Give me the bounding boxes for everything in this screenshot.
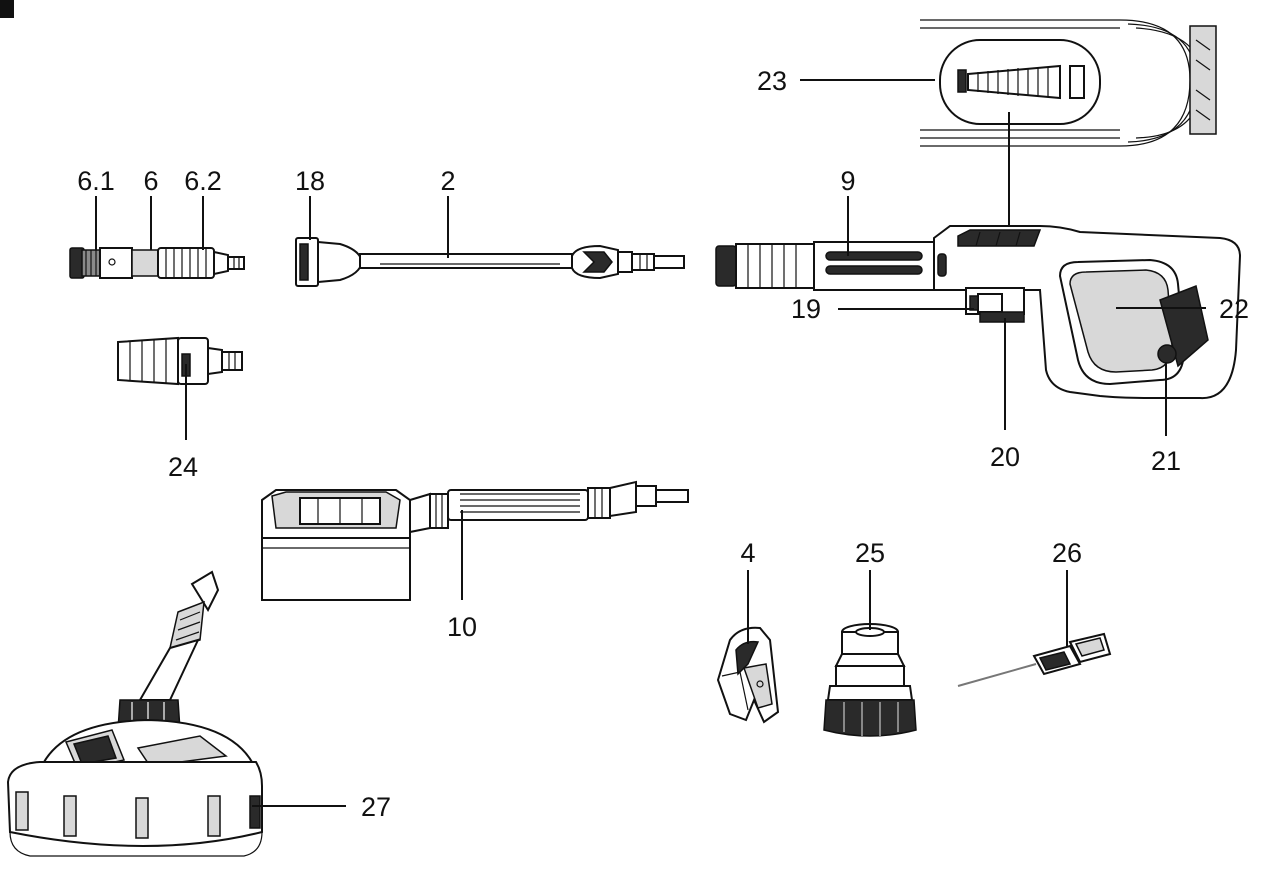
label-4: 4 bbox=[740, 538, 755, 568]
label-27: 27 bbox=[361, 792, 391, 822]
label-24: 24 bbox=[168, 452, 198, 482]
label-22: 22 bbox=[1219, 294, 1249, 324]
label-6: 6 bbox=[143, 166, 158, 196]
extension-lance-drawing bbox=[295, 237, 685, 287]
rotary-nozzle-drawing bbox=[117, 336, 243, 386]
label-23: 23 bbox=[757, 66, 787, 96]
label-20: 20 bbox=[990, 442, 1020, 472]
label-9: 9 bbox=[840, 166, 855, 196]
spray-gun-drawing bbox=[715, 225, 1242, 400]
label-10: 10 bbox=[447, 612, 477, 642]
label-18: 18 bbox=[295, 166, 325, 196]
label-19: 19 bbox=[791, 294, 821, 324]
corner-mark bbox=[0, 0, 14, 18]
surface-cleaner-drawing bbox=[6, 570, 263, 857]
label-2: 2 bbox=[440, 166, 455, 196]
clip-drawing bbox=[716, 626, 780, 724]
label-6-2: 6.2 bbox=[184, 166, 222, 196]
rotary-brush-drawing bbox=[261, 480, 689, 601]
hose-connector-drawing bbox=[823, 623, 917, 737]
cleaning-needle-drawing bbox=[957, 632, 1112, 687]
label-26: 26 bbox=[1052, 538, 1082, 568]
label-21: 21 bbox=[1151, 446, 1181, 476]
label-25: 25 bbox=[855, 538, 885, 568]
hose-reel-drawing bbox=[920, 19, 1217, 147]
label-6-1: 6.1 bbox=[77, 166, 115, 196]
variable-nozzle-drawing bbox=[69, 247, 245, 279]
